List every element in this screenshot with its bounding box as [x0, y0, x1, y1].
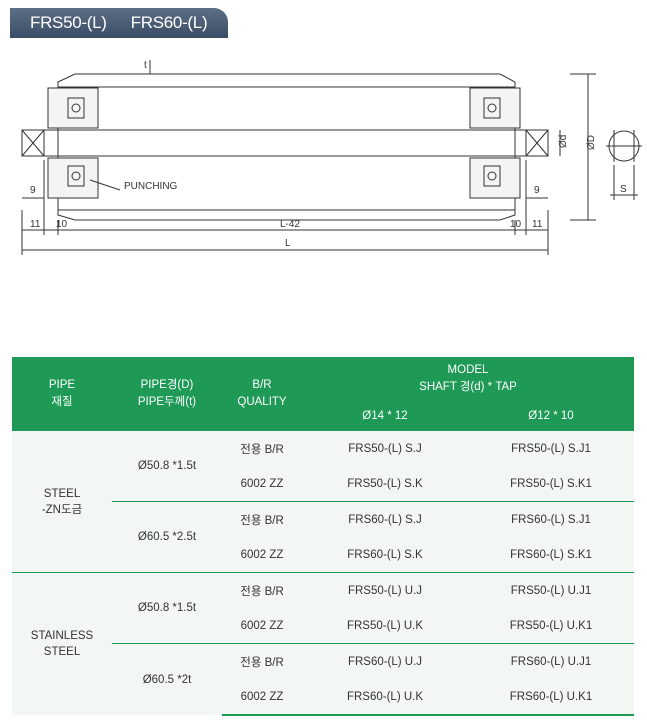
label-dim9-left: 9 — [30, 185, 36, 196]
model14-cell: FRS60-(L) U.J — [302, 643, 468, 679]
model12-cell: FRS50-(L) S.J1 — [511, 442, 591, 455]
model14-cell: FRS60-(L) U.K — [302, 679, 468, 716]
table-row: Ø60.5 *2.5t 전용 B/R FRS60-(L) S.J FRS60-(… — [12, 501, 635, 573]
label-D: ØD — [586, 135, 597, 150]
label-dim11-right: 11 — [532, 219, 543, 230]
title-tab: FRS50-(L) FRS60-(L) — [10, 8, 228, 38]
material-cell: STEEL-ZN도금 — [41, 487, 83, 516]
label-dim-l42: L-42 — [280, 219, 300, 230]
table-row: 6002 ZZ FRS60-(L) S.K FRS60-(L) S.K1 — [12, 537, 634, 573]
model14-cell: FRS50-(L) U.K — [346, 619, 424, 632]
model12-cell: FRS60-(L) U.K1 — [468, 679, 635, 716]
right-shaft-end — [525, 129, 549, 157]
label-dim10-right: 10 — [510, 219, 522, 230]
label-dim-L: L — [285, 238, 291, 249]
model14-cell: FRS50-(L) U.J — [302, 572, 468, 608]
quality-cell: 6002 ZZ — [240, 619, 284, 632]
pipe-cell: Ø50.8 *1.5t — [137, 460, 197, 472]
shaft — [21, 129, 549, 157]
header-col14: Ø14 * 12 — [362, 409, 408, 422]
header-pipe: PIPE경(D)PIPE두께(t) — [137, 379, 197, 408]
model12-cell: FRS50-(L) S.K1 — [510, 477, 592, 490]
label-d: Ød — [558, 135, 569, 148]
left-shaft-end — [21, 129, 45, 157]
model14-cell: FRS50-(L) S.K — [347, 477, 423, 490]
title-model-50: FRS50-(L) — [30, 13, 107, 32]
model14-cell: FRS50-(L) S.J — [348, 442, 422, 455]
roller-drawing: t PUNCHING 9 9 11 10 L-42 10 11 L Ød ØD … — [21, 60, 642, 255]
model12-cell: FRS60-(L) U.J1 — [468, 643, 635, 679]
table-row: 6002 ZZ FRS50-(L) U.K FRS50-(L) U.K1 — [12, 608, 634, 644]
left-bearing-housing — [47, 87, 99, 129]
quality-cell: 전용 B/R — [222, 501, 302, 537]
right-bearing-housing — [469, 87, 521, 129]
quality-cell: 전용 B/R — [222, 643, 302, 679]
label-dim10-left: 10 — [56, 219, 68, 230]
label-punching: PUNCHING — [124, 181, 178, 192]
quality-cell: 전용 B/R — [240, 443, 284, 456]
model12-cell: FRS60-(L) S.J1 — [468, 501, 635, 537]
model12-cell: FRS60-(L) S.K1 — [510, 548, 592, 561]
label-t: t — [144, 60, 147, 71]
quality-cell: 6002 ZZ — [240, 477, 284, 490]
quality-cell: 6002 ZZ — [222, 679, 302, 716]
model14-cell: FRS60-(L) S.K — [347, 548, 423, 561]
quality-cell: 6002 ZZ — [240, 548, 284, 561]
table-row: STEEL-ZN도금 Ø50.8 *1.5t 전용 B/R FRS50-(L) … — [12, 431, 634, 516]
table-row: 6002 ZZ FRS50-(L) S.K FRS50-(L) S.K1 — [12, 466, 634, 502]
label-dim11-left: 11 — [30, 219, 41, 230]
table-row: Ø60.5 *2t 전용 B/R FRS60-(L) U.J FRS60-(L)… — [12, 643, 635, 715]
table-row: 6002 ZZ FRS60-(L) U.K FRS60-(L) U.K1 — [12, 679, 635, 716]
model12-cell: FRS50-(L) U.K1 — [509, 619, 593, 632]
label-dim9-right: 9 — [534, 185, 540, 196]
pipe-cell: Ø60.5 *2.5t — [112, 501, 222, 573]
model14-cell: FRS60-(L) S.J — [302, 501, 468, 537]
label-S: S — [620, 184, 627, 195]
quality-cell: 전용 B/R — [222, 572, 302, 608]
model12-cell: FRS50-(L) U.J1 — [468, 572, 635, 608]
pipe-cell: Ø50.8 *1.5t — [112, 572, 222, 644]
title-model-60: FRS60-(L) — [130, 13, 208, 32]
header-col12: Ø12 * 10 — [528, 409, 574, 422]
pipe-outline — [57, 73, 516, 221]
pipe-cell: Ø60.5 *2t — [112, 643, 222, 715]
